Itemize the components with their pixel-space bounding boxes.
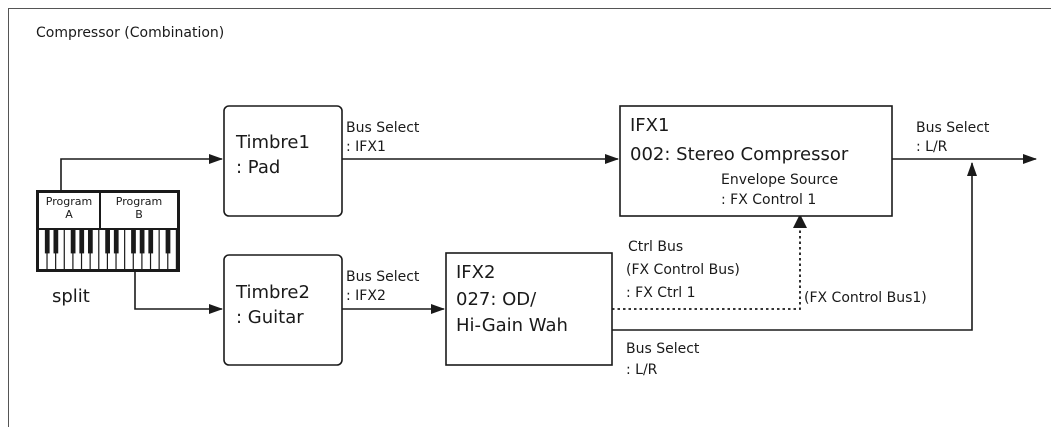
white-key — [90, 230, 99, 269]
white-key — [82, 230, 90, 269]
ifx1-envelope-source-value: : FX Control 1 — [721, 192, 816, 208]
black-key — [131, 230, 136, 254]
black-key — [113, 230, 119, 254]
keyboard: Program A Program B — [36, 190, 180, 272]
ctrl-bus-line3: : FX Ctrl 1 — [626, 285, 696, 301]
white-key — [116, 230, 125, 269]
bus-select-2-line2: : IFX2 — [346, 288, 386, 304]
white-key — [159, 230, 168, 269]
ifx2-name: IFX2 — [456, 262, 495, 283]
ctrl-bus-arrowhead — [793, 214, 807, 228]
timbre1-name: Timbre1 — [235, 132, 310, 153]
wire-program-b-to-timbre2 — [134, 272, 223, 314]
white-key — [133, 230, 142, 269]
ifx1-box — [619, 105, 893, 217]
bus-select-1-line2: : IFX1 — [346, 139, 386, 155]
black-key — [148, 230, 154, 254]
diagram-frame — [8, 8, 1051, 427]
wire-ifx2-to-output-bus — [612, 162, 977, 331]
black-key — [105, 230, 110, 254]
timbre1-program: : Pad — [236, 157, 280, 178]
program-b-label-line1: Program — [116, 195, 162, 208]
ifx1-envelope-source-label: Envelope Source — [721, 172, 838, 188]
black-key — [87, 230, 93, 254]
split-label: split — [52, 286, 90, 307]
timbre2-program: : Guitar — [236, 307, 304, 328]
ifx2-box — [445, 252, 613, 366]
bus-select-out-line1: Bus Select — [916, 120, 990, 136]
timbre2-box — [223, 254, 343, 366]
black-key — [165, 230, 171, 254]
timbre2-name: Timbre2 — [235, 282, 310, 303]
white-key — [125, 230, 133, 269]
ctrl-bus-line2: (FX Control Bus) — [626, 262, 740, 278]
white-key — [47, 230, 56, 269]
black-key — [139, 230, 145, 254]
black-key — [79, 230, 85, 254]
black-key — [70, 230, 76, 254]
program-a-label-line2: A — [65, 208, 73, 221]
white-key — [99, 230, 107, 269]
white-key — [151, 230, 159, 269]
ifx2-effect-line2: Hi-Gain Wah — [456, 315, 568, 336]
white-key — [64, 230, 73, 269]
bus-select-ifx2-out-line1: Bus Select — [626, 341, 700, 357]
bus-select-ifx2-out-line2: : L/R — [626, 362, 658, 378]
black-key — [53, 230, 59, 254]
bus-select-out-line2: : L/R — [916, 139, 948, 155]
white-key — [39, 230, 47, 269]
white-key — [168, 230, 176, 269]
ifx1-effect: 002: Stereo Compressor — [630, 144, 849, 165]
white-key — [56, 230, 64, 269]
white-key — [108, 230, 116, 269]
ifx1-name: IFX1 — [630, 115, 669, 136]
ifx2-effect-line1: 027: OD/ — [456, 289, 537, 310]
bus-select-1-line1: Bus Select — [346, 120, 420, 136]
white-key — [73, 230, 81, 269]
wire-ctrl-bus-dotted — [612, 218, 801, 310]
black-key — [44, 230, 50, 254]
program-a-label-line1: Program — [46, 195, 92, 208]
diagram-title: Compressor (Combination) — [36, 25, 224, 41]
timbre1-box — [223, 105, 343, 217]
white-key — [142, 230, 150, 269]
bus-select-2-line1: Bus Select — [346, 269, 420, 285]
program-b-label-line2: B — [135, 208, 143, 221]
ctrl-bus-line1: Ctrl Bus — [628, 239, 683, 255]
fx-control-bus1-label: (FX Control Bus1) — [804, 290, 927, 306]
wire-program-a-to-timbre1 — [60, 154, 223, 190]
